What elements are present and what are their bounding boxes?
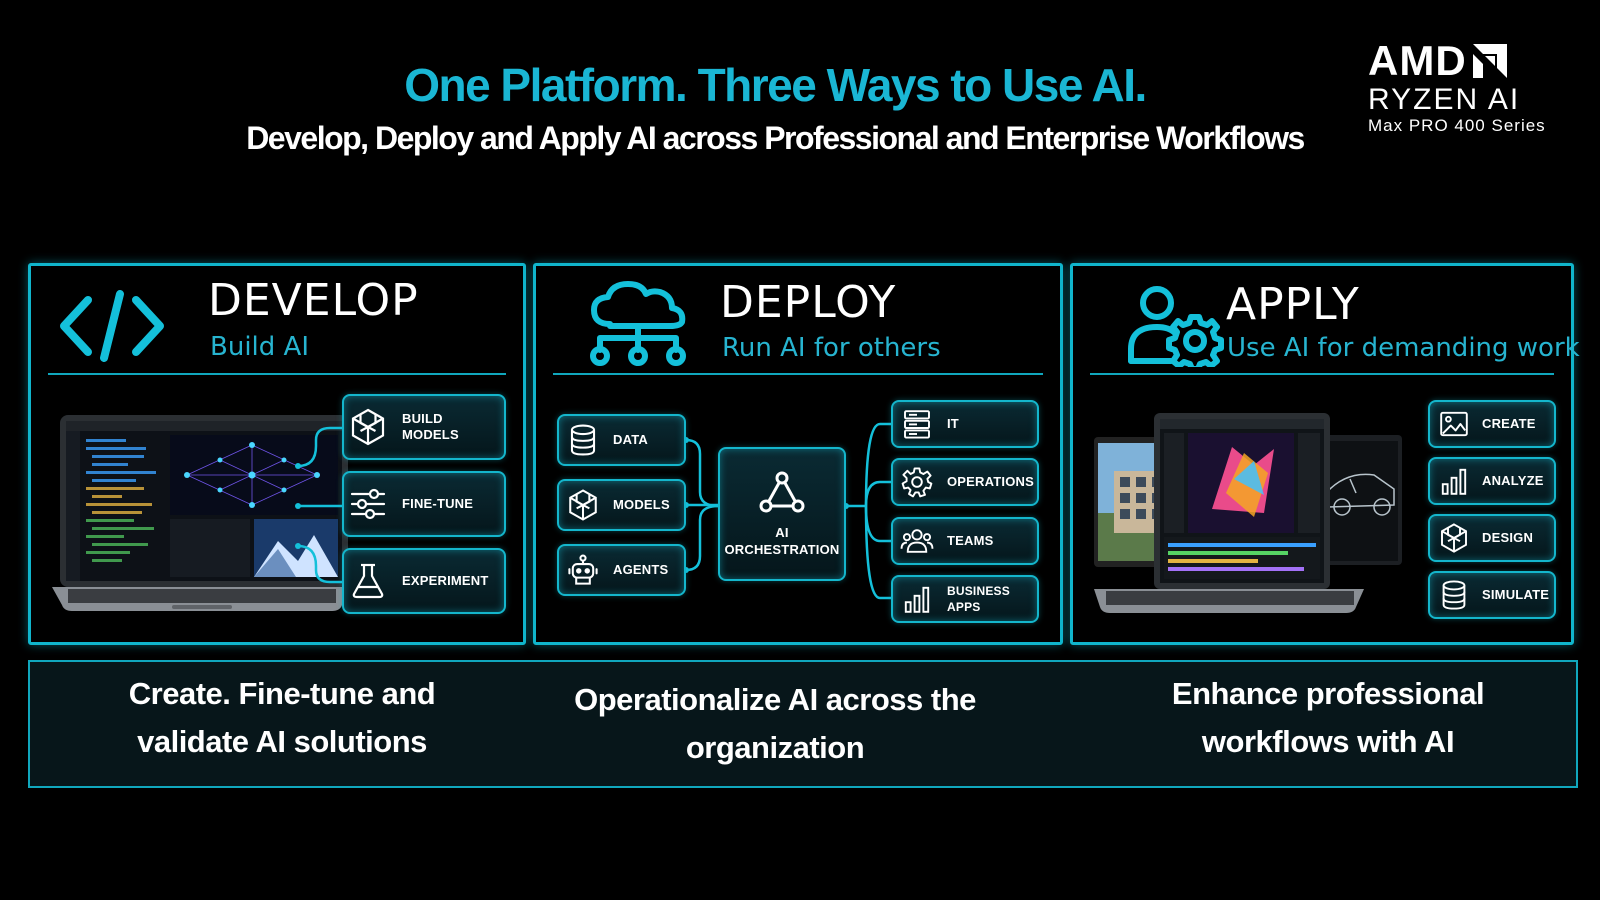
brand-amd-wordmark: AMD [1368,37,1467,84]
amd-arrow-icon [1472,44,1507,78]
brand-series: Max PRO 400 Series [1368,116,1546,135]
apply-caption: Enhance professional workflows with AI [1171,676,1485,759]
chip-label: BUILD [402,411,443,426]
network-triangle-icon [759,471,805,516]
deploy-divider [553,373,1043,375]
bar-chart-icon [1430,465,1478,497]
cube-icon [344,407,392,447]
team-icon [893,525,941,557]
deploy-chip-teams[interactable]: TEAMS [891,517,1039,565]
apply-subtitle: Use AI for demanding work [1227,333,1580,363]
apply-title: APPLY [1226,279,1360,330]
chip-label: CREATE [1482,416,1536,431]
develop-divider [48,373,506,375]
cloud-network-icon [586,280,692,366]
chip-label: MODELS [613,497,670,512]
develop-caption: Create. Fine-tune and validate AI soluti… [128,676,436,759]
chip-label: DESIGN [1482,530,1534,545]
page-subtitle: Develop, Deploy and Apply AI across Prof… [246,120,1305,156]
chip-label: MODELS [402,427,459,442]
server-icon [893,408,941,440]
chip-label: ANALYZE [1482,473,1544,488]
code-icon [58,290,166,362]
develop-chip-build-models[interactable]: BUILD MODELS [342,394,506,460]
develop-subtitle: Build AI [210,332,309,362]
gear-icon [893,466,941,498]
develop-chip-experiment[interactable]: EXPERIMENT [342,548,506,614]
user-gear-icon [1125,283,1225,367]
deploy-chip-data[interactable]: DATA [557,414,686,466]
image-icon [1430,409,1478,439]
apply-laptop-image [1094,413,1406,624]
bar-chart-icon [893,583,941,615]
deploy-chip-agents[interactable]: AGENTS [557,544,686,596]
chip-label: FINE-TUNE [402,496,474,511]
deploy-subtitle: Run AI for others [722,333,941,363]
robot-icon [559,553,607,587]
apply-chip-create[interactable]: CREATE [1428,400,1556,448]
cube-icon [559,488,607,522]
deploy-title: DEPLOY [720,277,897,328]
brand-logo: AMD RYZEN AI Max PRO 400 Series [1368,38,1583,136]
develop-laptop-image [52,415,352,620]
caption-bar [28,660,1578,788]
chip-label: AGENTS [613,562,669,577]
apply-divider [1090,373,1554,375]
chip-label: IT [947,416,959,431]
chip-label: SIMULATE [1482,587,1550,602]
deploy-chip-business-apps[interactable]: BUSINESS APPS [891,575,1039,623]
chip-label: OPERATIONS [947,474,1034,489]
apply-chip-simulate[interactable]: SIMULATE [1428,571,1556,619]
database-icon [559,423,607,457]
develop-chip-fine-tune[interactable]: FINE-TUNE [342,471,506,537]
deploy-chip-models[interactable]: MODELS [557,479,686,531]
chip-label: BUSINESS APPS [947,584,1010,614]
flask-icon [344,561,392,601]
cube-icon [1430,522,1478,554]
deploy-hub-ai-orchestration[interactable]: AI ORCHESTRATION [718,447,846,581]
deploy-chip-operations[interactable]: OPERATIONS [891,458,1039,506]
chip-label: DATA [613,432,648,447]
chip-label: TEAMS [947,533,994,548]
develop-title: DEVELOP [208,275,419,326]
chip-label: EXPERIMENT [402,573,489,588]
apply-chip-design[interactable]: DESIGN [1428,514,1556,562]
database-icon [1430,579,1478,611]
deploy-caption: Operationalize AI across the organizatio… [574,682,976,765]
hub-label-line2: ORCHESTRATION [724,541,840,557]
apply-chip-analyze[interactable]: ANALYZE [1428,457,1556,505]
hub-label-line1: AI [775,524,789,540]
brand-product-line: RYZEN AI [1368,83,1521,116]
deploy-chip-it[interactable]: IT [891,400,1039,448]
sliders-icon [344,484,392,524]
page-title: One Platform. Three Ways to Use AI. [404,59,1147,111]
